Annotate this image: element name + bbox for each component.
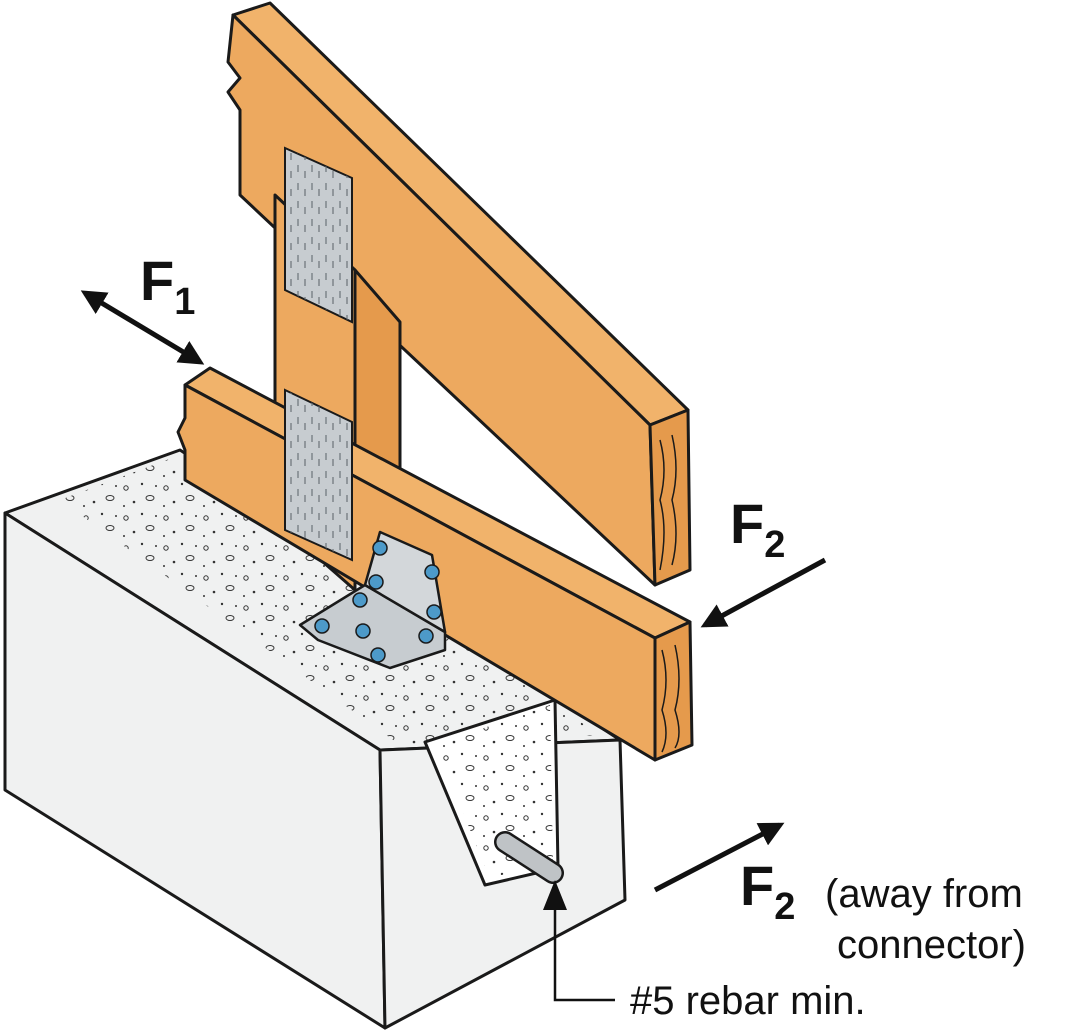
force-arrow-icon — [700, 557, 827, 628]
top-chord-end-face — [648, 408, 692, 587]
bolts — [314, 540, 442, 663]
f2-bottom-note-line1: (away from — [825, 872, 1023, 916]
top-chord — [226, 1, 692, 587]
force-arrow-icon — [80, 290, 205, 365]
rebar-leader-line — [553, 905, 615, 1002]
concrete-top-dots — [60, 455, 600, 745]
f2-bottom-note-line2: connector) — [837, 923, 1026, 967]
force-arrows — [80, 290, 827, 1002]
force-arrow-icon — [653, 822, 785, 893]
truss-plates — [284, 146, 353, 562]
angle-connector — [298, 530, 447, 670]
concrete-notch-dots — [435, 705, 553, 878]
concrete-wall — [3, 448, 627, 1030]
rebar — [494, 831, 564, 884]
f1-label: F1 — [140, 249, 195, 323]
bottom-chord-end-face — [653, 620, 694, 762]
rebar-label: #5 rebar min. — [630, 979, 866, 1023]
f2-top-label: F2 — [730, 492, 785, 566]
f2-bottom-label: F2 — [740, 854, 795, 928]
rebar-leader-arrow — [543, 880, 567, 910]
